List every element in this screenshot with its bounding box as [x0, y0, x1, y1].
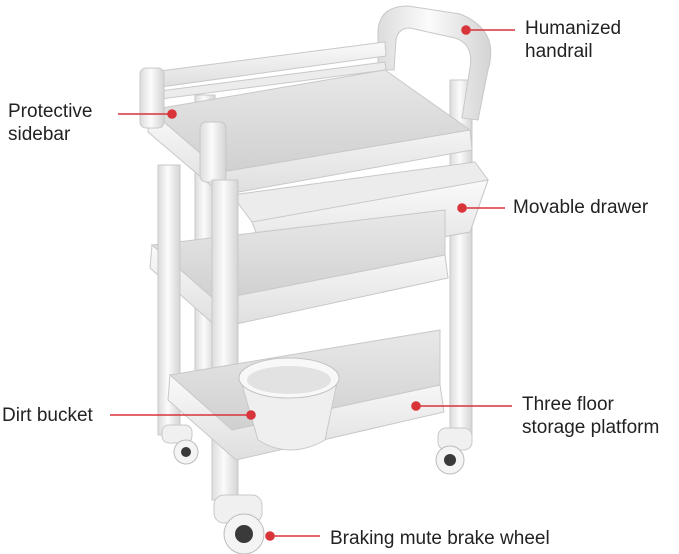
- callout-text: Movable drawer: [513, 197, 649, 218]
- callout-dot-drawer: [457, 203, 467, 213]
- callout-text: handrail: [525, 41, 593, 62]
- callout-dot-wheel: [265, 531, 275, 541]
- callout-label-wheel: Braking mute brake wheel: [330, 527, 550, 550]
- callout-dot-bucket: [246, 410, 256, 420]
- front-left-post-top: [139, 67, 165, 129]
- front-right-post-top: [199, 121, 227, 183]
- wheel-front-right: [213, 494, 265, 554]
- callout-label-handrail: Humanized handrail: [525, 17, 621, 63]
- callout-text: storage platform: [522, 417, 660, 438]
- wheel-front-left: [161, 424, 199, 465]
- callout-dot-platform: [411, 401, 421, 411]
- trolley-cart: [139, 5, 492, 554]
- callout-dot-sidebar: [167, 109, 177, 119]
- callout-lines: [110, 25, 515, 541]
- bucket-inner: [247, 366, 331, 394]
- callout-text: Dirt bucket: [2, 405, 93, 426]
- callout-label-drawer: Movable drawer: [513, 196, 648, 219]
- callout-dot-handrail: [461, 25, 471, 35]
- handrail: [377, 5, 492, 121]
- callout-text: Protective: [8, 101, 93, 122]
- callout-text: Three floor: [522, 394, 614, 415]
- callout-label-sidebar: Protective sidebar: [8, 100, 92, 146]
- callout-text: Braking mute brake wheel: [330, 528, 550, 549]
- wheel-back-right: [435, 427, 473, 475]
- callout-label-bucket: Dirt bucket: [2, 404, 93, 427]
- callout-text: sidebar: [8, 124, 71, 145]
- callout-text: Humanized: [525, 18, 622, 39]
- callout-label-platform: Three floor storage platform: [522, 393, 659, 439]
